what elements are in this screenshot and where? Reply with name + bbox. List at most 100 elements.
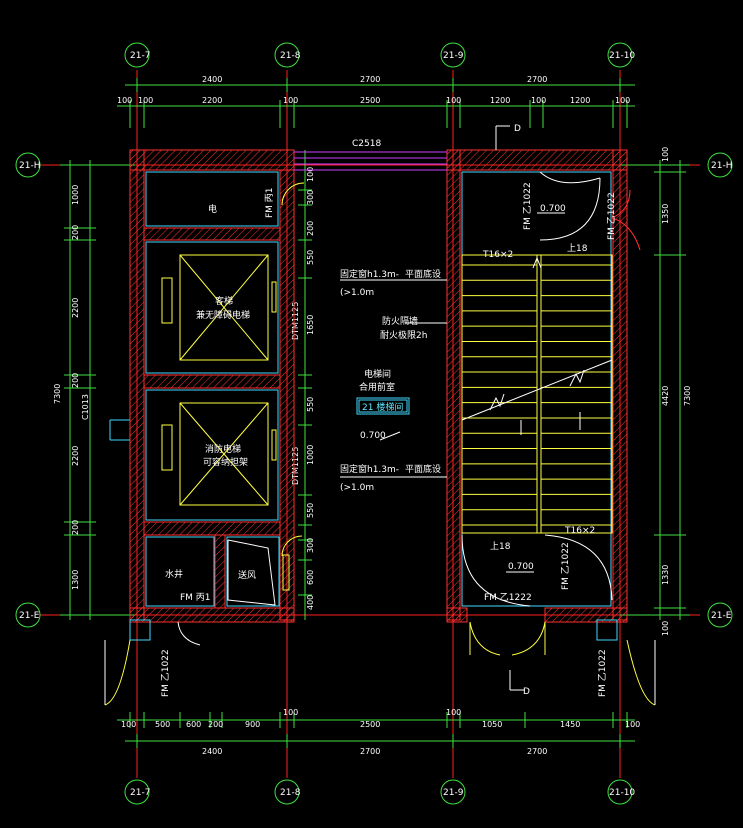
dim-top-sub-9: 1200 xyxy=(570,96,590,105)
dimension-text: 2400 2700 2700 100 100 2200 100 2500 100… xyxy=(53,75,692,756)
axis-right-2: 21-E xyxy=(711,611,732,621)
room-electric: 电 xyxy=(208,203,217,215)
dim-left-inner-4: 200 xyxy=(71,373,80,388)
dim-col-7: 1000 xyxy=(306,445,315,465)
door-fmz2: FM 乙1022 xyxy=(606,192,617,240)
axis-left-1: 21-H xyxy=(19,161,40,171)
stair-treads xyxy=(462,264,612,526)
doors xyxy=(104,171,656,706)
dim-left-inner-6: 200 xyxy=(71,520,80,535)
dim-top-sub-4: 100 xyxy=(283,96,298,105)
dim-bottom-sub-9: 1050 xyxy=(482,720,502,729)
dim-col-9: 300 xyxy=(306,538,315,553)
dim-col-4: 550 xyxy=(306,250,315,265)
axis-left-2: 21-E xyxy=(19,611,40,621)
dim-right-inner-2: 1350 xyxy=(661,204,670,224)
elevator-2 xyxy=(161,402,277,506)
stair-break xyxy=(461,256,613,435)
dim-bottom-sub-6: 100 xyxy=(283,708,298,717)
dim-left-window: C1013 xyxy=(81,394,90,420)
room-elevator1-line2: 兼无障碍电梯 xyxy=(196,309,250,321)
axis-bottom-1: 21-7 xyxy=(130,788,150,798)
door-fmz4: FM 乙1022 xyxy=(160,649,171,697)
room-water-well: 水井 xyxy=(165,568,183,580)
axis-bottom-4: 21-10 xyxy=(609,788,635,798)
dimension-lines xyxy=(60,78,690,748)
dim-col-2: 300 xyxy=(306,190,315,205)
room-elevator2-line2: 可容纳担架 xyxy=(203,456,248,468)
dim-top-sub-5: 2500 xyxy=(360,96,380,105)
glass-note2-b: 平面底设 xyxy=(405,463,441,475)
dim-bottom-sub-10: 1450 xyxy=(560,720,580,729)
room-elevator2-line1: 消防电梯 xyxy=(205,443,241,455)
dim-bottom-sub-5: 900 xyxy=(245,720,260,729)
dim-col-3: 200 xyxy=(306,221,315,236)
glass-note1-c: (>1.0m xyxy=(340,288,374,298)
dim-top-sub-3: 2200 xyxy=(202,96,222,105)
dim-top-sub-2: 100 xyxy=(138,96,153,105)
dim-top-main-2: 2700 xyxy=(360,75,380,84)
mark-d-top: D xyxy=(514,124,521,134)
glass-note1-b: 平面底设 xyxy=(405,268,441,280)
walls xyxy=(129,149,628,623)
dim-bottom-sub-11: 100 xyxy=(625,720,640,729)
dim-left-total: 7300 xyxy=(53,384,62,404)
dim-top-sub-1: 100 xyxy=(117,96,132,105)
glass-note1-a: 固定窗h1.3m- xyxy=(340,268,399,280)
dim-bottom-sub-2: 500 xyxy=(155,720,170,729)
dim-bottom-sub-1: 100 xyxy=(121,720,136,729)
dim-top-sub-6: 100 xyxy=(446,96,461,105)
dim-col-6: 550 xyxy=(306,397,315,412)
door-fmz6: FM 乙1022 xyxy=(597,649,608,697)
door-fmz3: FM 乙1022 xyxy=(560,542,571,590)
axis-bubbles xyxy=(15,42,733,805)
dim-bottom-sub-3: 600 xyxy=(186,720,201,729)
axis-top-3: 21-9 xyxy=(443,51,464,61)
dim-bottom-sub-8: 100 xyxy=(446,708,461,717)
tag-dtm-1: DTM1125 xyxy=(291,302,300,340)
dim-right-inner-3: 4420 xyxy=(661,386,670,406)
door-fmz1: FM 乙1022 xyxy=(522,182,533,230)
dim-col-1: 100 xyxy=(306,167,315,182)
lobby-tag-text: 21 楼梯间 xyxy=(362,401,403,413)
elevator-1 xyxy=(161,254,277,361)
dim-right-inner-5: 100 xyxy=(661,621,670,636)
dim-bottom-main-2: 2700 xyxy=(360,747,380,756)
door-fmz5: FM 乙1222 xyxy=(484,592,532,603)
dim-bottom-sub-4: 200 xyxy=(208,720,223,729)
axis-right-1: 21-H xyxy=(711,161,732,171)
dim-left-inner-3: 2200 xyxy=(71,298,80,318)
dim-top-sub-7: 1200 xyxy=(490,96,510,105)
dim-bottom-main-3: 2700 xyxy=(527,747,547,756)
elev-stair-bottom: 0.700 xyxy=(508,562,534,572)
lobby-tag: 21 楼梯间 xyxy=(356,397,410,415)
leader-lines xyxy=(340,125,565,691)
axis-top-4: 21-10 xyxy=(609,51,635,61)
firewall-line2: 耐火极限2h xyxy=(380,329,427,341)
tread-top: T16×2 xyxy=(482,250,513,260)
dim-col-5: 1650 xyxy=(306,315,315,335)
dim-right-inner-4: 1330 xyxy=(661,565,670,585)
shaft-marks xyxy=(227,539,290,606)
up-top: 上18 xyxy=(567,243,588,254)
dim-right-inner-1: 100 xyxy=(661,147,670,162)
room-elevator1-line1: 客梯 xyxy=(215,295,233,307)
glass-note2-c: (>1.0m xyxy=(340,483,374,493)
dim-col-10: 600 xyxy=(306,570,315,585)
dim-left-inner-2: 200 xyxy=(71,225,80,240)
dim-left-inner-7: 1300 xyxy=(71,570,80,590)
dim-top-main-1: 2400 xyxy=(202,75,222,84)
firewall-line1: 防火隔墙 xyxy=(382,315,418,327)
axis-top-1: 21-7 xyxy=(130,51,150,61)
axis-bottom-3: 21-9 xyxy=(443,788,464,798)
elev-stair-top: 0.700 xyxy=(540,204,566,214)
room-air-shaft: 送风 xyxy=(238,569,256,581)
dim-top-main-3: 2700 xyxy=(527,75,547,84)
dim-col-11: 400 xyxy=(306,595,315,610)
dim-top-sub-8: 100 xyxy=(531,96,546,105)
tread-bottom: T16×2 xyxy=(564,526,595,536)
dim-right-total: 7300 xyxy=(683,386,692,406)
up-bottom: 上18 xyxy=(490,541,511,552)
top-window xyxy=(294,151,447,171)
